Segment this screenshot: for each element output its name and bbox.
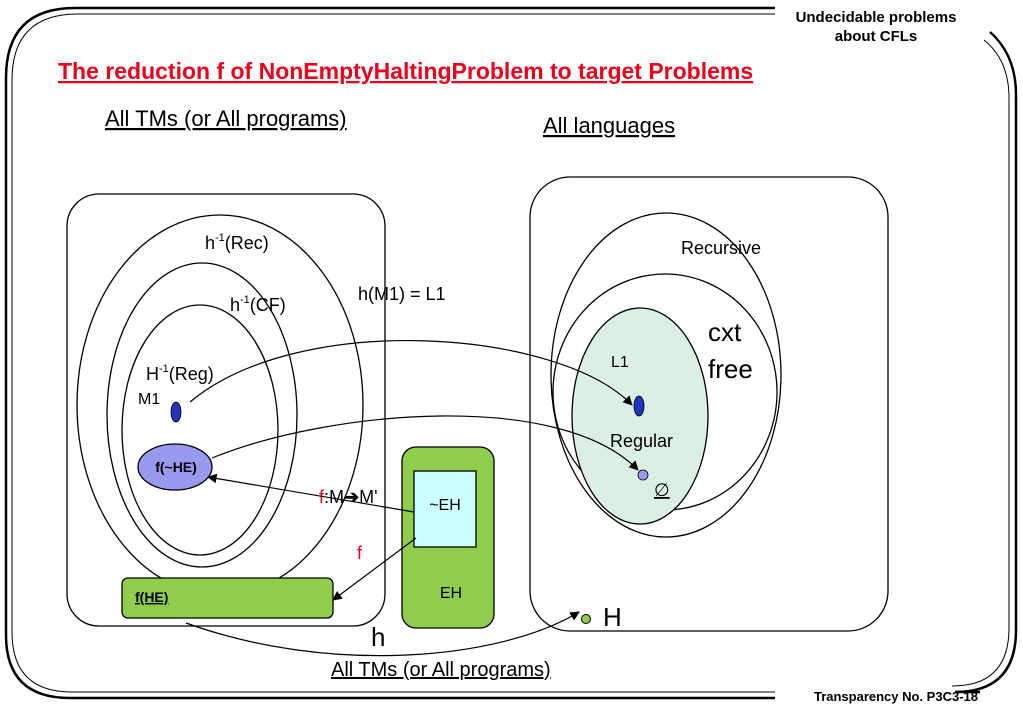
label-l1: L1	[611, 354, 629, 371]
label-free: free	[708, 354, 753, 384]
ellipse-h-inv-rec	[76, 214, 364, 596]
ellipse-recursive	[550, 212, 782, 538]
label-h: h	[371, 622, 385, 652]
label-h-inv-rec: h-1(Rec)	[205, 232, 269, 253]
f-not-he-blob	[137, 443, 213, 491]
arrow-eh-to-f-he	[332, 537, 417, 601]
not-eh-label: ~EH	[429, 497, 461, 514]
f-he-label: f(HE)	[135, 589, 168, 605]
topic-label-line1: Undecidable problems	[796, 9, 957, 26]
bottom-heading: All TMs (or All programs)	[331, 659, 551, 681]
empty-set-dot	[637, 469, 649, 481]
label-h-mapping: h(M1) = L1	[358, 284, 446, 304]
transparency-label: Transparency No. P3C3-18	[814, 689, 978, 704]
ellipse-h-inv-cf	[106, 262, 298, 568]
label-empty-set: ∅	[654, 480, 670, 500]
arrow-m1-to-l1	[189, 340, 633, 406]
all-tms-box	[66, 193, 386, 627]
slide-title: The reduction f of NonEmptyHaltingProble…	[58, 58, 753, 84]
eh-label: EH	[440, 585, 462, 602]
label-cxt: cxt	[708, 317, 742, 347]
right-heading: All languages	[543, 113, 675, 138]
f-not-he-label: f(~HE)	[155, 459, 197, 475]
m1-dot	[170, 401, 182, 423]
label-f-mapping: f:M➔M'	[319, 487, 378, 507]
label-h-inv-cf: h-1(CF)	[230, 294, 286, 315]
ellipse-h-inv-reg	[121, 304, 279, 556]
all-languages-box	[529, 176, 889, 632]
arrow-f-not-he-to-empty	[211, 415, 639, 471]
label-h-point: H	[603, 602, 622, 632]
label-recursive: Recursive	[681, 238, 761, 258]
label-regular: Regular	[610, 431, 673, 451]
label-m1: M1	[138, 391, 160, 408]
label-f: f	[357, 543, 363, 563]
arrow-not-eh-to-f-not-he	[207, 473, 415, 513]
topic-label-line2: about CFLs	[835, 28, 918, 45]
left-heading: All TMs (or All programs)	[105, 106, 347, 131]
h-point-dot	[581, 614, 591, 624]
arrow-f-he-to-h	[185, 611, 580, 657]
not-eh-box	[413, 470, 477, 548]
label-h-inv-reg: H-1(Reg)	[146, 363, 214, 384]
slide-frame	[4, 6, 1018, 700]
l1-dot	[633, 395, 645, 417]
